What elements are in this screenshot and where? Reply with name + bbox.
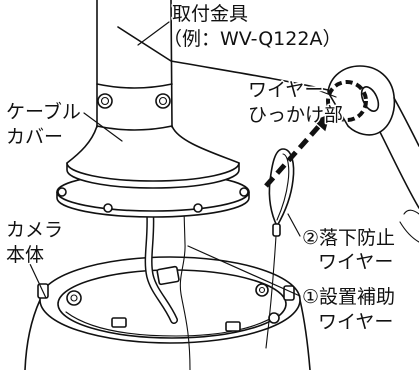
label-wire-hook-line2: ひっかけ部: [248, 104, 343, 126]
bracket-lower-edge: [379, 131, 419, 209]
installation-aid-wire: [179, 209, 191, 370]
label-mounting-bracket-example: （例：WV-Q122A）: [163, 28, 341, 50]
leader-camera-body: [29, 263, 47, 299]
labels: 取付金具 （例：WV-Q122A） ワイヤー ひっかけ部 ケーブル カバー カメ…: [5, 2, 397, 335]
cable-cover: [66, 125, 240, 189]
cover-plate-screw: [103, 203, 113, 213]
camera-boss-screw: [258, 286, 266, 294]
cable-connector: [156, 265, 180, 286]
leader-installation-aid-wire: [187, 245, 301, 297]
attach-direction-arrow-head: [313, 114, 330, 132]
camera-dome-right-edge: [299, 299, 311, 370]
bracket-top-edge: [117, 26, 329, 91]
fall-prevention-wire-sleeve: [272, 223, 281, 237]
collar-screw-head: [100, 96, 110, 106]
collar-screw-head: [158, 96, 168, 106]
label-cable-cover-line2: カバー: [6, 126, 63, 148]
label-camera-body-line1: カメラ: [6, 219, 63, 241]
label-installation-aid-wire-line2: ワイヤー: [318, 311, 393, 333]
attach-direction-arrow: [264, 114, 330, 188]
attach-direction-arrow-shaft: [264, 124, 321, 188]
label-fall-prevention-wire-line1: ②落下防止: [302, 227, 395, 249]
cable-cover-bell: [66, 125, 240, 182]
fall-prevention-wire: [265, 148, 295, 349]
wire-hook-part: [327, 65, 419, 243]
bracket-arm-joint: [96, 83, 173, 89]
bracket-arm-right-edge: [170, 0, 173, 128]
cover-plate-screw: [239, 187, 249, 197]
camera-dome-left-edge: [24, 299, 41, 370]
label-installation-aid-wire-line1: ①設置補助: [302, 286, 395, 308]
leader-fall-prevention-wire: [287, 213, 301, 237]
camera-cable-core: [146, 207, 177, 323]
leader-cable-cover: [83, 112, 123, 142]
camera-clip: [111, 317, 127, 328]
wire-hook-tab: [327, 65, 396, 136]
bracket-slot: [399, 209, 419, 243]
leader-wire-hook: [319, 90, 337, 98]
camera-boss: [268, 312, 280, 324]
camera-clip: [225, 321, 241, 332]
label-cable-cover-line1: ケーブル: [6, 100, 81, 123]
mounting-bracket-arm: [96, 0, 173, 131]
cover-plate-screw: [193, 203, 203, 213]
camera-body: [24, 256, 311, 370]
camera-cable: [144, 206, 180, 324]
leader-mounting-bracket: [137, 21, 170, 46]
fall-prevention-wire-loop-inner: [276, 153, 290, 221]
wire-hook-highlight-circle: [326, 80, 368, 122]
fall-prevention-wire-tail: [265, 235, 277, 349]
bracket-side-edge: [393, 97, 419, 147]
camera-inner-floor: [65, 311, 279, 337]
label-mounting-bracket: 取付金具: [172, 3, 248, 25]
camera-boss-screw: [70, 294, 78, 302]
label-camera-body-line2: 本体: [6, 244, 44, 266]
cover-plate-screw: [57, 187, 67, 197]
bracket-arm-fill: [97, 0, 172, 127]
label-fall-prevention-wire-line2: ワイヤー: [318, 251, 393, 273]
label-wire-hook-line1: ワイヤー: [248, 79, 323, 101]
leader-lines: [29, 21, 337, 299]
